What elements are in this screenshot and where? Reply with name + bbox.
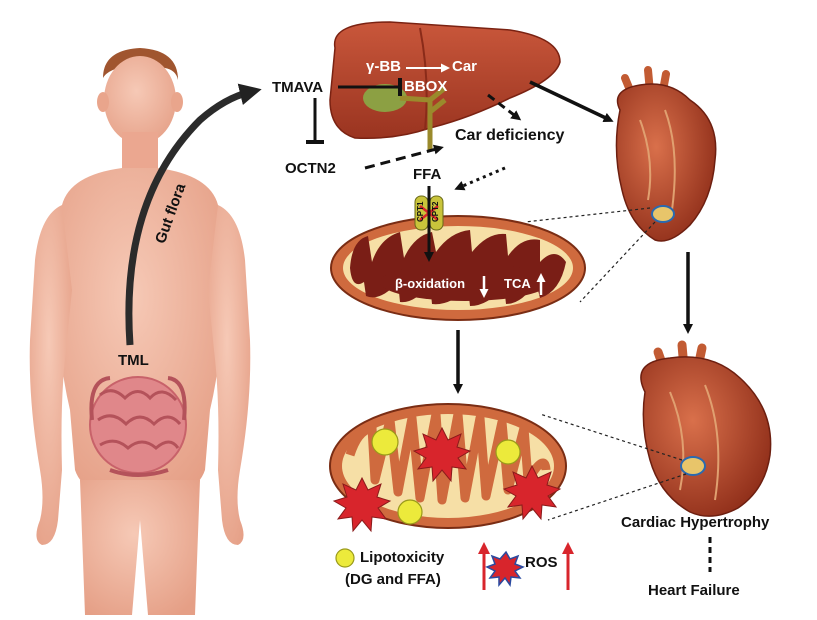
cardiac-hypertrophy-label: Cardiac Hypertrophy <box>621 514 770 531</box>
octn2-to-car-deficiency-arrow <box>364 144 444 170</box>
beta-oxidation-label: β-oxidation <box>395 276 466 291</box>
ros-bursts <box>332 426 562 533</box>
lipotoxicity-label: Lipotoxicity <box>360 549 445 566</box>
car-deficiency-to-cpt-arrow <box>454 166 506 191</box>
tmava-label: TMAVA <box>272 79 324 96</box>
liver-illustration <box>329 21 561 150</box>
tca-label: TCA <box>504 276 531 291</box>
ros-label: ROS <box>525 554 558 571</box>
human-body-illustration <box>29 48 251 615</box>
cpt1-label: CPT1 <box>416 201 425 222</box>
gamma-bb-label: γ-BB <box>366 58 402 75</box>
lipid-droplets <box>371 428 521 525</box>
gut-flora-arrow <box>125 83 262 346</box>
liver-to-car-deficiency-arrow <box>487 93 522 121</box>
tml-label: TML <box>118 352 149 369</box>
cpt-transporter <box>414 195 444 231</box>
mitochondrion-normal <box>330 215 586 321</box>
liver-to-heart-arrow <box>529 80 614 122</box>
dg-ffa-label: (DG and FFA) <box>345 571 441 588</box>
ffa-label: FFA <box>413 166 442 183</box>
octn2-label: OCTN2 <box>285 160 336 177</box>
cpt2-label: CPT2 <box>431 201 440 222</box>
car-deficiency-label: Car deficiency <box>455 127 565 144</box>
car-label: Car <box>452 58 478 75</box>
heart-bottom-illustration <box>640 340 772 517</box>
lipid-legend-icon <box>335 548 355 568</box>
ros-legend-icon <box>485 550 525 588</box>
heart-top-illustration <box>615 66 717 242</box>
heart-failure-label: Heart Failure <box>648 582 740 599</box>
bbox-label: BBOX <box>404 78 448 95</box>
